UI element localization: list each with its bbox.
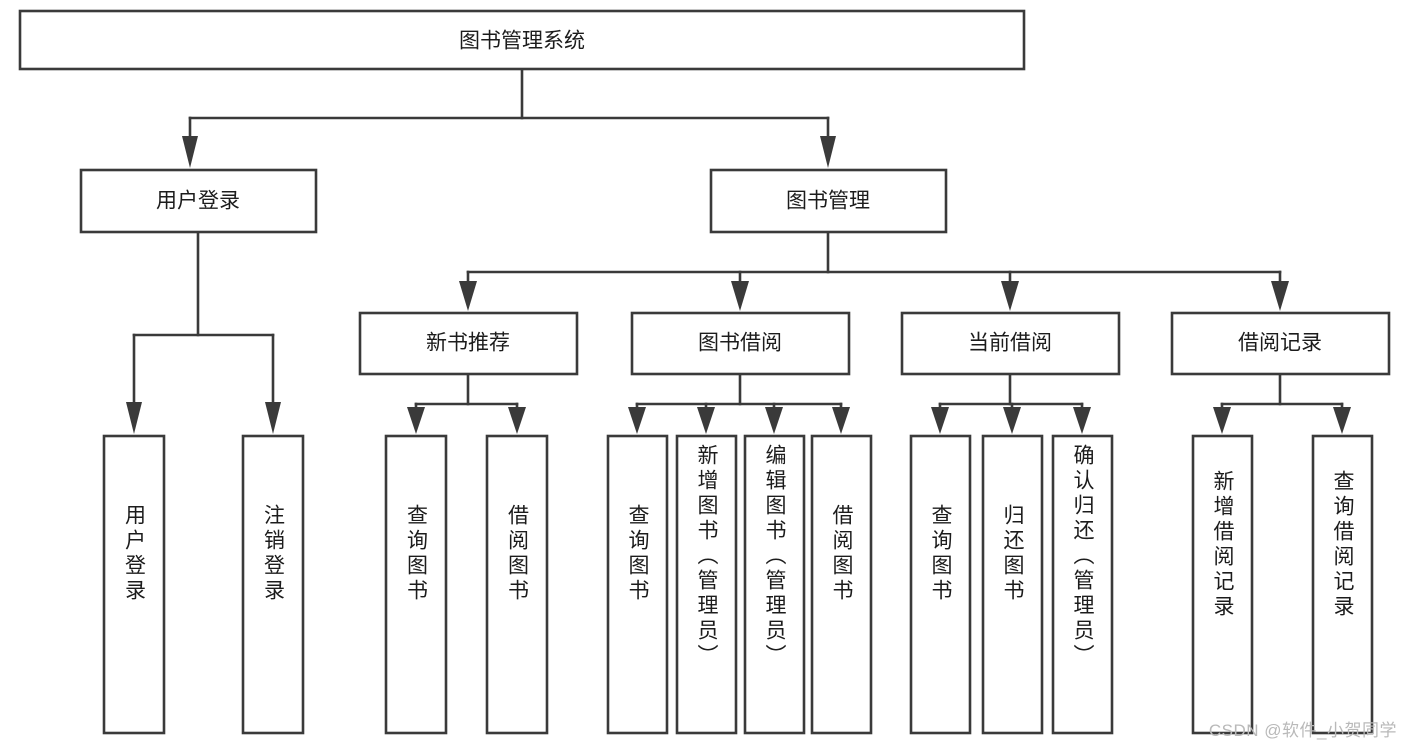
arrow-head-leaf-return-book [1003, 407, 1021, 434]
node-label-new-book-recommend: 新书推荐 [426, 332, 510, 355]
arrow-head-book-borrow [731, 281, 749, 311]
node-box-leaf-logout[interactable] [241, 434, 305, 735]
node-box-leaf-confirm-return[interactable] [1051, 434, 1114, 735]
arrow-head-leaf-user-login [126, 402, 142, 434]
node-box-current-borrow[interactable] [900, 311, 1121, 376]
node-box-user-login[interactable] [79, 168, 318, 234]
node-label-borrow-records: 借阅记录 [1238, 332, 1322, 355]
arrow-head-user-login [182, 136, 198, 168]
node-label-user-login: 用户登录 [156, 190, 240, 213]
arrow-head-leaf-query-book-borrow [628, 407, 646, 434]
arrow-head-leaf-confirm-return [1073, 407, 1091, 434]
node-box-leaf-return-book[interactable] [981, 434, 1044, 735]
node-label-book-borrow: 图书借阅 [698, 332, 782, 355]
arrow-head-leaf-logout [265, 402, 281, 434]
node-box-leaf-add-book[interactable] [675, 434, 738, 735]
node-label-current-borrow: 当前借阅 [968, 332, 1052, 355]
node-box-leaf-query-book-current[interactable] [909, 434, 972, 735]
node-box-borrow-records[interactable] [1170, 311, 1391, 376]
arrow-head-leaf-borrow-book [832, 407, 850, 434]
arrow-head-leaf-borrow-book-recommend [508, 407, 526, 434]
node-box-leaf-query-book-recommend[interactable] [384, 434, 448, 735]
node-label-root: 图书管理系统 [459, 30, 585, 53]
arrow-head-book-management [820, 136, 836, 168]
arrow-head-new-book-recommend [459, 281, 477, 311]
arrow-head-leaf-add-borrow-record [1213, 407, 1231, 434]
node-box-leaf-add-borrow-record[interactable] [1191, 434, 1254, 735]
arrow-head-borrow-records [1271, 281, 1289, 311]
arrow-head-leaf-query-book-current [931, 407, 949, 434]
node-box-leaf-user-login[interactable] [102, 434, 166, 735]
arrow-head-leaf-edit-book [765, 407, 783, 434]
connector-layer [126, 67, 1351, 434]
node-box-leaf-query-book-borrow[interactable] [606, 434, 669, 735]
node-box-leaf-edit-book[interactable] [743, 434, 806, 735]
node-box-book-management[interactable] [709, 168, 948, 234]
node-layer: 图书管理系统 用户登录 图书管理 新书推荐 图书借阅 当前借阅 借阅记录 [18, 9, 1391, 735]
node-box-leaf-query-borrow-record[interactable] [1311, 434, 1374, 735]
node-box-leaf-borrow-book[interactable] [810, 434, 873, 735]
arrow-head-leaf-query-borrow-record [1333, 407, 1351, 434]
node-box-root[interactable] [18, 9, 1026, 71]
node-box-book-borrow[interactable] [630, 311, 851, 376]
node-box-leaf-borrow-book-recommend[interactable] [485, 434, 549, 735]
node-label-book-management: 图书管理 [786, 190, 870, 213]
watermark-text: CSDN @软件_小贺同学 [1208, 721, 1397, 740]
arrow-head-leaf-query-book-recommend [407, 407, 425, 434]
arrow-head-leaf-add-book [697, 407, 715, 434]
node-box-new-book-recommend[interactable] [358, 311, 579, 376]
arrow-head-current-borrow [1001, 281, 1019, 311]
